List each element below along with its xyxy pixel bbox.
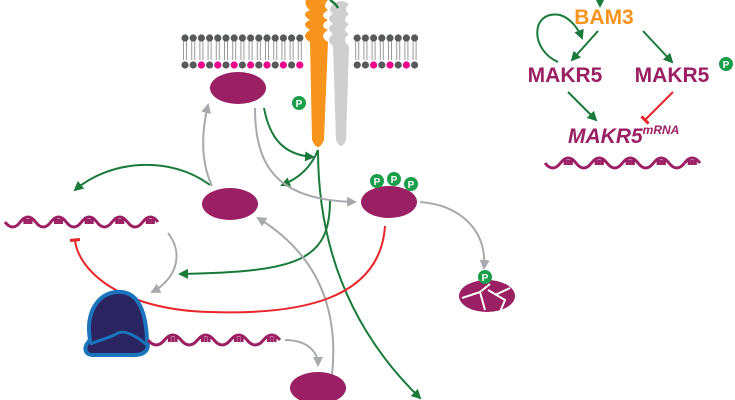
plasma-membrane [181, 34, 419, 69]
phospho-group-3: P [404, 177, 418, 191]
bam3-label: BAM3 [574, 6, 634, 29]
arrow-to-mrna [73, 163, 211, 192]
makr5-mrna-legend [543, 156, 702, 170]
arrow-receptor-downstream [317, 149, 422, 400]
arrow-mrna-to-ribosome [150, 232, 178, 293]
svg-text:P: P [408, 180, 415, 191]
svg-text:P: P [723, 60, 730, 71]
makr5-mrna-translating [146, 333, 282, 347]
phospho-group-2: P [387, 172, 401, 186]
svg-text:P: P [374, 177, 381, 188]
makr5-mrna-left [3, 215, 160, 229]
receptor-phospho: P [292, 96, 306, 110]
makr5-membrane [210, 72, 266, 104]
arrow-to-translation [178, 199, 331, 279]
makr5-new [290, 372, 346, 400]
arrow-translation-product [284, 339, 323, 367]
makr5-cytosol [202, 188, 258, 220]
ribosome [83, 289, 150, 358]
svg-text:P: P [482, 273, 489, 284]
svg-text:P: P [296, 99, 303, 110]
arrow-makr5-to-receptor [263, 107, 315, 162]
makr5-label-phospho: P [719, 57, 733, 71]
arrow-bam3-makr5p [642, 30, 674, 64]
makr5-mrna-label: MAKR5mRNA [568, 123, 679, 148]
arrow-bam3-makr5 [570, 30, 599, 62]
phospho-group-1: P [370, 174, 384, 188]
inhibition-mrna [69, 225, 386, 314]
arrow-makr5-to-membrane [201, 103, 213, 187]
arrow-makr5-to-mrna [567, 91, 598, 122]
makr5-label: MAKR5 [528, 64, 603, 87]
ligand-arrow [329, 0, 340, 9]
inhibition-makr5p-mrna [640, 91, 674, 125]
makr5-degraded: P [459, 270, 515, 313]
bam3-receptor [305, 0, 328, 147]
arrow-new-to-makr5 [256, 216, 335, 376]
arrow-to-degradation [419, 201, 490, 270]
makr5-phosphorylated [361, 186, 417, 218]
arrow-makr5-feedback [536, 13, 584, 63]
gray-coreceptor [329, 1, 349, 146]
makr5-phosphorylated-label: MAKR5 [635, 64, 710, 87]
arrow-makr5-to-phospho [254, 107, 357, 207]
svg-text:P: P [391, 175, 398, 186]
